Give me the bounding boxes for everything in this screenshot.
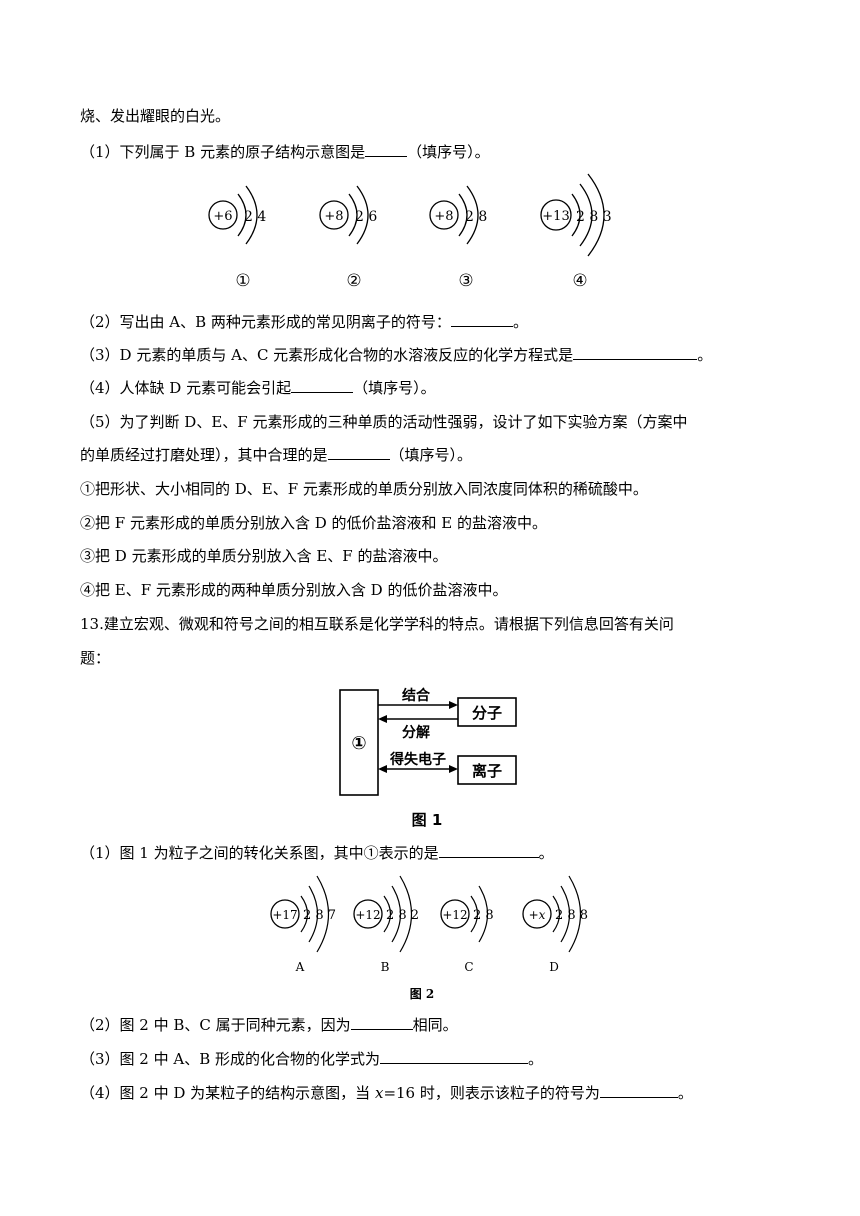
answer-blank[interactable] [599, 1083, 678, 1098]
figure-1-conversion-diagram: ① 分子 离子 结合 分解 得失电子 图 1 [339, 687, 517, 829]
question-text: （2）写出由 A、B 两种元素形成的常见阴离子的符号： [80, 313, 451, 331]
atom-diagram: +12 2 8 2 B [353, 875, 419, 974]
question-text: （4）人体缺 D 元素可能会引起 [80, 379, 292, 397]
atom-label: D [549, 960, 559, 974]
question-text: （2）图 2 中 B、C 属于同种元素，因为 [80, 1016, 351, 1034]
question-13-line1: 13.建立宏观、微观和符号之间的相互联系是化学学科的特点。请根据下列信息回答有关… [80, 615, 674, 633]
question-2: （2）写出由 A、B 两种元素形成的常见阴离子的符号： 。 [80, 312, 528, 332]
gain-lose-electron-label: 得失电子 [389, 751, 446, 768]
figure-2-atom-diagrams: +17 2 8 7 A +12 2 8 2 B +12 2 8 C +x 2 8… [270, 875, 588, 1001]
electron-shells: 2 8 [465, 209, 487, 225]
sub-question-2: （2）图 2 中 B、C 属于同种元素，因为 相同。 [80, 1015, 458, 1035]
question-4: （4）人体缺 D 元素可能会引起 （填序号）。 [80, 378, 436, 398]
question-1: （1）下列属于 B 元素的原子结构示意图是 （填序号）。 [80, 142, 490, 162]
question-3: （3）D 元素的单质与 A、C 元素形成化合物的水溶液反应的化学方程式是 。 [80, 345, 712, 365]
option-2: ②把 F 元素形成的单质分别放入含 D 的低价盐溶液和 E 的盐溶液中。 [80, 514, 547, 532]
atom-diagram: +8 2 8 ③ [429, 185, 487, 291]
question-text: 。 [697, 346, 713, 364]
molecule-box [457, 697, 517, 727]
question-13-line2: 题： [80, 649, 111, 667]
combine-label: 结合 [402, 687, 431, 704]
atom-diagram: +x 2 8 8 D [522, 875, 588, 974]
atom-label: ③ [458, 271, 473, 291]
nucleus-charge: +x [529, 908, 546, 922]
answer-blank[interactable] [380, 1049, 529, 1064]
center-box [339, 689, 379, 796]
nucleus-charge: +6 [213, 209, 232, 224]
figure-caption: 图 2 [410, 987, 435, 1001]
question-text: （3）D 元素的单质与 A、C 元素形成化合物的水溶液反应的化学方程式是 [80, 346, 574, 364]
answer-blank[interactable] [327, 445, 390, 460]
atom-diagram: +6 2 4 ① [208, 185, 266, 291]
ion-label: 离子 [472, 762, 502, 780]
question-text: （填序号）。 [353, 379, 436, 397]
atom-diagram: +12 2 8 C [440, 885, 494, 974]
molecule-label: 分子 [472, 704, 502, 722]
atom-label: A [295, 960, 305, 974]
center-label: ① [351, 733, 366, 754]
atom-label: ④ [572, 271, 587, 291]
answer-blank[interactable] [573, 345, 698, 360]
atom-diagrams-figure: +6 2 4 ① +8 2 6 ② +8 2 8 ③ +13 2 8 3 ④ [208, 173, 612, 291]
question-text: （填序号）。 [389, 446, 473, 464]
question-text: （1）图 1 为粒子之间的转化关系图，其中①表示的是 [80, 844, 439, 862]
atom-diagram: +13 2 8 3 ④ [540, 173, 612, 291]
question-text: 相同。 [412, 1016, 458, 1034]
question-text: （3）图 2 中 A、B 形成的化合物的化学式为 [80, 1050, 381, 1068]
question-text: 的单质经过打磨处理），其中合理的是 [80, 446, 328, 464]
answer-blank[interactable] [450, 312, 513, 327]
question-5-line1: （5）为了判断 D、E、F 元素形成的三种单质的活动性强弱，设计了如下实验方案（… [80, 413, 688, 431]
electron-shells: 2 4 [244, 209, 266, 225]
sub-question-4: （4）图 2 中 D 为某粒子的结构示意图，当 x=16 时，则表示该粒子的符号… [80, 1083, 693, 1103]
electron-shells: 2 6 [355, 209, 377, 225]
question-5-line2: 的单质经过打磨处理），其中合理的是 （填序号）。 [80, 445, 472, 465]
nucleus-charge: +12 [442, 908, 467, 922]
sub-question-3: （3）图 2 中 A、B 形成的化合物的化学式为 。 [80, 1049, 543, 1069]
nucleus-charge: +13 [542, 209, 569, 224]
variable-x: x [374, 1084, 384, 1102]
atom-diagram: +8 2 6 ② [319, 185, 377, 291]
atom-label: ① [235, 271, 250, 291]
atom-label: C [464, 960, 473, 974]
electron-shells: 2 8 8 [555, 908, 588, 923]
nucleus-charge: +8 [434, 209, 453, 224]
text-line: 烧、发出耀眼的白光。 [80, 107, 231, 125]
question-text: 。 [528, 1050, 544, 1068]
atom-label: ② [346, 271, 361, 291]
option-4: ④把 E、F 元素形成的两种单质分别放入含 D 的低价盐溶液中。 [80, 581, 508, 599]
question-text: （填序号）。 [407, 143, 490, 161]
question-text: 。 [538, 844, 554, 862]
nucleus-charge: +17 [272, 908, 297, 922]
answer-blank[interactable] [291, 378, 354, 393]
electron-shells: 2 8 2 [386, 908, 419, 923]
answer-blank[interactable] [365, 142, 408, 157]
answer-blank[interactable] [350, 1015, 413, 1030]
electron-shells: 2 8 3 [576, 209, 612, 225]
electron-shells: 2 8 [473, 908, 494, 923]
question-text: 。 [512, 313, 528, 331]
option-1: ①把形状、大小相同的 D、E、F 元素形成的单质分别放入同浓度同体积的稀硫酸中。 [80, 480, 648, 498]
option-3: ③把 D 元素形成的单质分别放入含 E、F 的盐溶液中。 [80, 547, 448, 565]
question-text: 。 [677, 1084, 693, 1102]
question-text: =16 时，则表示该粒子的符号为 [383, 1084, 600, 1102]
atom-label: B [381, 960, 390, 974]
ion-box [457, 755, 517, 785]
figure-caption: 图 1 [412, 811, 443, 829]
atom-diagram: +17 2 8 7 A [270, 875, 336, 974]
question-text: （4）图 2 中 D 为某粒子的结构示意图，当 [80, 1084, 375, 1102]
nucleus-charge: +12 [355, 908, 380, 922]
decompose-label: 分解 [402, 724, 430, 741]
answer-blank[interactable] [438, 843, 539, 858]
nucleus-charge: +8 [324, 209, 343, 224]
electron-shells: 2 8 7 [303, 908, 336, 923]
question-text: （1）下列属于 B 元素的原子结构示意图是 [80, 143, 366, 161]
sub-question-1: （1）图 1 为粒子之间的转化关系图，其中①表示的是 。 [80, 843, 554, 863]
